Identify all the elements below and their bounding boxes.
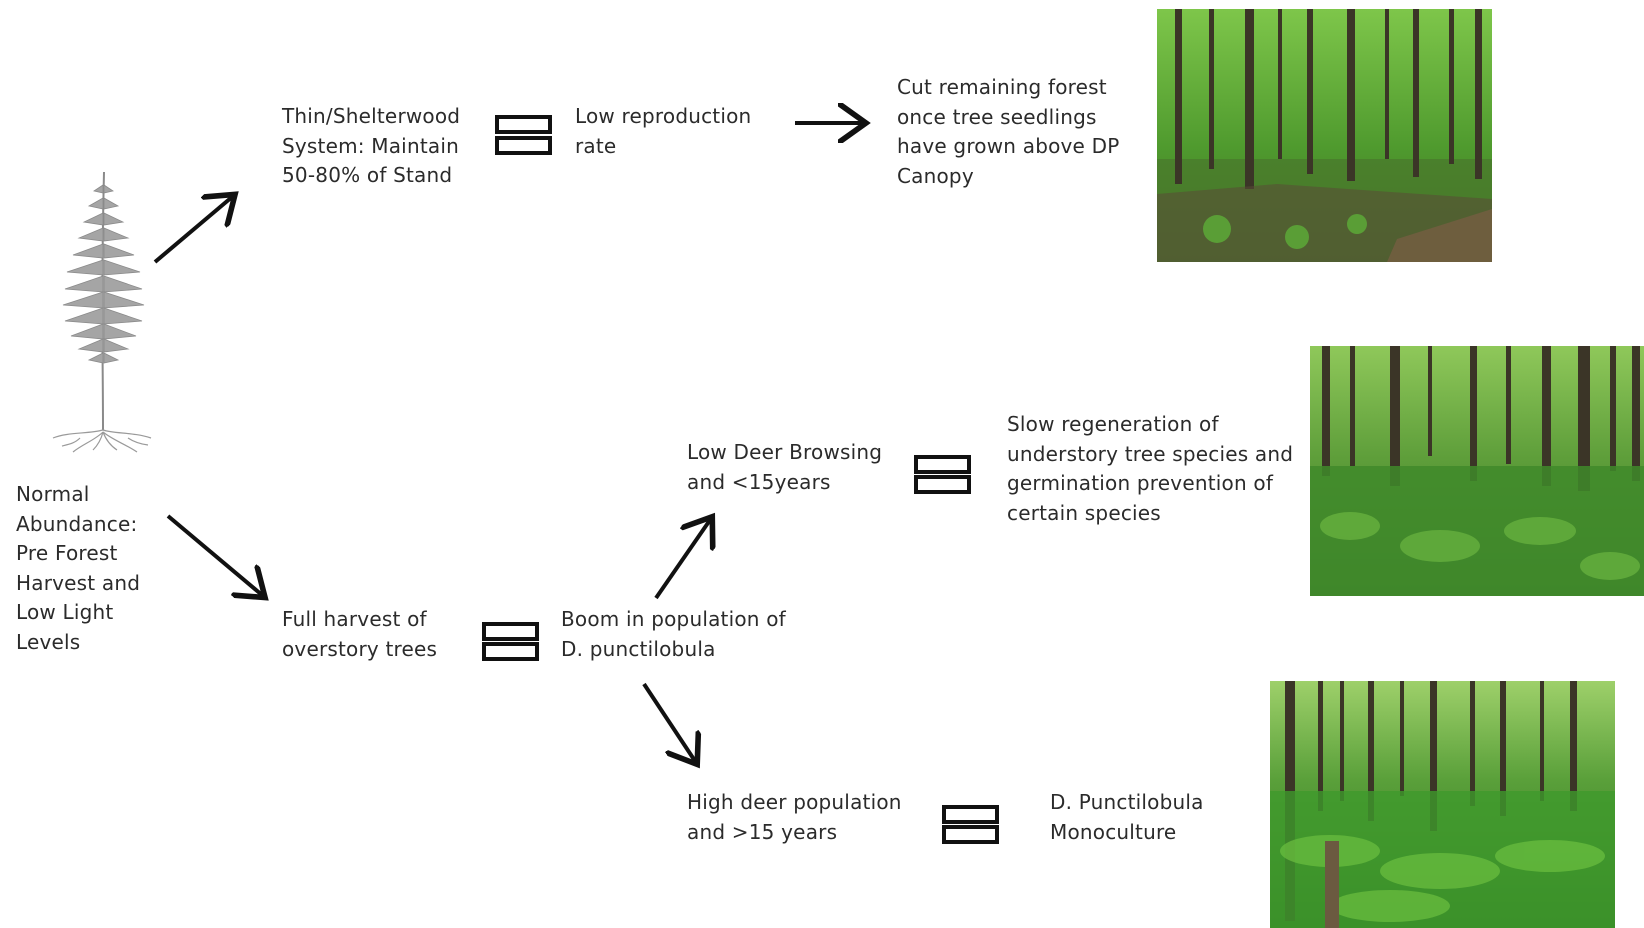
fern-illustration [52, 171, 152, 453]
node-monoculture: D. Punctilobula Monoculture [1050, 790, 1204, 844]
node-full-harvest: Full harvest of overstory trees [282, 607, 438, 661]
node-cut-remaining: Cut remaining forest once tree seedlings… [897, 75, 1120, 188]
node-low-deer: Low Deer Browsing and <15years [687, 440, 883, 494]
arrow-to-full-harvest [166, 514, 262, 595]
node-thin-shelterwood: Thin/Shelterwood System: Maintain 50-80%… [282, 104, 461, 187]
node-slow-regeneration: Slow regeneration of understory tree spe… [1007, 412, 1294, 525]
arrow-to-high-deer [642, 682, 695, 761]
forest-photo-middle [1310, 346, 1644, 596]
equals-sign-4 [942, 805, 999, 844]
node-boom-population: Boom in population of D. punctilobula [561, 607, 786, 661]
forest-photo-bottom [1270, 681, 1615, 928]
arrow-to-low-deer [654, 520, 710, 600]
forest-photo-top [1157, 9, 1492, 262]
equals-sign-1 [495, 115, 552, 155]
node-low-reproduction: Low reproduction rate [575, 104, 752, 158]
node-high-deer: High deer population and >15 years [687, 790, 902, 844]
arrow-to-shelterwood [153, 197, 232, 264]
equals-sign-2 [914, 455, 971, 494]
equals-sign-3 [482, 622, 539, 661]
node-normal-abundance: Normal Abundance: Pre Forest Harvest and… [16, 482, 141, 654]
